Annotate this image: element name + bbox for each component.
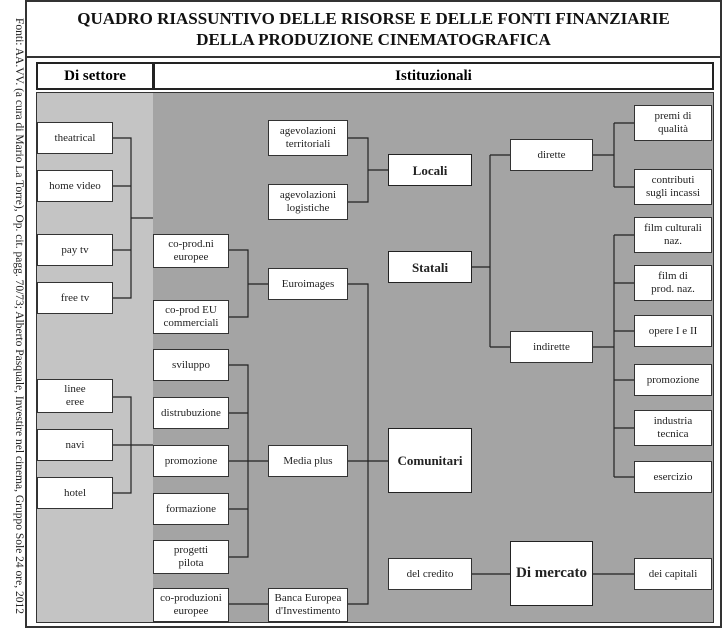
- media-distribuzione: distrubuzione: [153, 397, 229, 429]
- panel-border: [36, 92, 714, 623]
- settore-free-tv: free tv: [37, 282, 113, 314]
- title-divider: [27, 56, 720, 58]
- media-formazione: formazione: [153, 493, 229, 525]
- settore-hotel: hotel: [37, 477, 113, 509]
- settore-linee-aeree: linee eree: [37, 379, 113, 413]
- media-progetti-pilota: progetti pilota: [153, 540, 229, 574]
- hub-dei-capitali: dei capitali: [634, 558, 712, 590]
- settore-navi: navi: [37, 429, 113, 461]
- header-istituzionali: Istituzionali: [153, 62, 714, 90]
- indirette-promozione: promozione: [634, 364, 712, 396]
- hub-locali: Locali: [388, 154, 472, 186]
- co-prod-europee: co-prod.ni europee: [153, 234, 229, 268]
- hub-indirette: indirette: [510, 331, 593, 363]
- agevolazioni-territoriali: agevolazioni territoriali: [268, 120, 348, 156]
- title-text: QUADRO RIASSUNTIVO DELLE RISORSE E DELLE…: [77, 9, 670, 49]
- hub-banca-europea: Banca Europea d'Investimento: [268, 588, 348, 622]
- settore-home-video: home video: [37, 170, 113, 202]
- dirette-premi-qualita: premi di qualità: [634, 105, 712, 141]
- hub-di-mercato: Di mercato: [510, 541, 593, 606]
- settore-theatrical: theatrical: [37, 122, 113, 154]
- header-di-settore: Di settore: [36, 62, 154, 90]
- indirette-opere-i-ii: opere I e II: [634, 315, 712, 347]
- hub-comunitari: Comunitari: [388, 428, 472, 493]
- page-title: QUADRO RIASSUNTIVO DELLE RISORSE E DELLE…: [27, 4, 720, 56]
- dirette-contributi-incassi: contributi sugli incassi: [634, 169, 712, 205]
- agevolazioni-logistiche: agevolazioni logistiche: [268, 184, 348, 220]
- hub-dirette: dirette: [510, 139, 593, 171]
- bei-co-produzioni-europee: co-produzioni europee: [153, 588, 229, 622]
- co-prod-eu-commerciali: co-prod EU commerciali: [153, 300, 229, 334]
- hub-media-plus: Media plus: [268, 445, 348, 477]
- indirette-film-culturali: film culturali naz.: [634, 217, 712, 253]
- indirette-film-prod-naz: film di prod. naz.: [634, 265, 712, 301]
- hub-statali: Statali: [388, 251, 472, 283]
- media-promozione: promozione: [153, 445, 229, 477]
- hub-euroimages: Euroimages: [268, 268, 348, 300]
- indirette-industria-tecnica: industria tecnica: [634, 410, 712, 446]
- hub-del-credito: del credito: [388, 558, 472, 590]
- media-sviluppo: sviluppo: [153, 349, 229, 381]
- indirette-esercizio: esercizio: [634, 461, 712, 493]
- settore-pay-tv: pay tv: [37, 234, 113, 266]
